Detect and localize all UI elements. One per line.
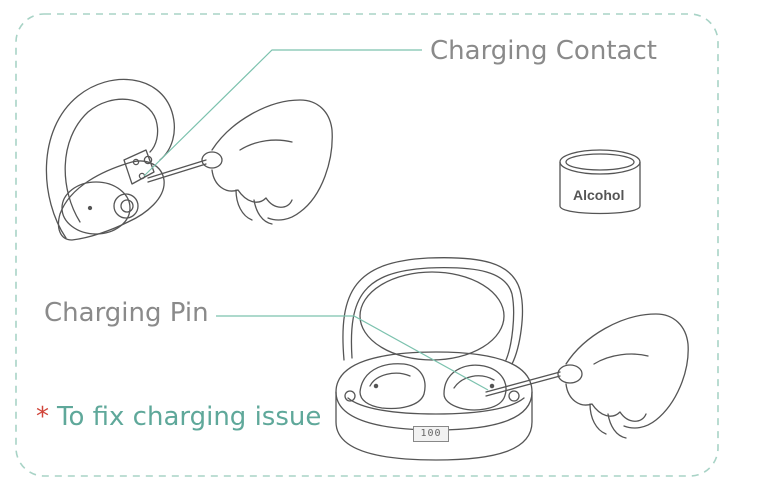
hand-with-swab-top (147, 99, 333, 225)
leader-lines (143, 49, 489, 391)
dashed-border (15, 13, 719, 477)
leader-contact (143, 49, 422, 177)
label-charging-contact: Charging Contact (430, 36, 657, 66)
label-fix-charging: * To fix charging issue (36, 402, 321, 432)
asterisk-marker: * (36, 402, 49, 432)
fix-text: To fix charging issue (57, 402, 322, 432)
alcohol-label: Alcohol (573, 187, 625, 203)
label-charging-pin: Charging Pin (44, 298, 209, 328)
case-display: 100 (413, 426, 449, 442)
earbud-with-hook (45, 78, 175, 241)
alcohol-bottle (559, 149, 641, 215)
leader-pin (216, 315, 489, 391)
hand-with-swab-bottom (485, 313, 689, 439)
